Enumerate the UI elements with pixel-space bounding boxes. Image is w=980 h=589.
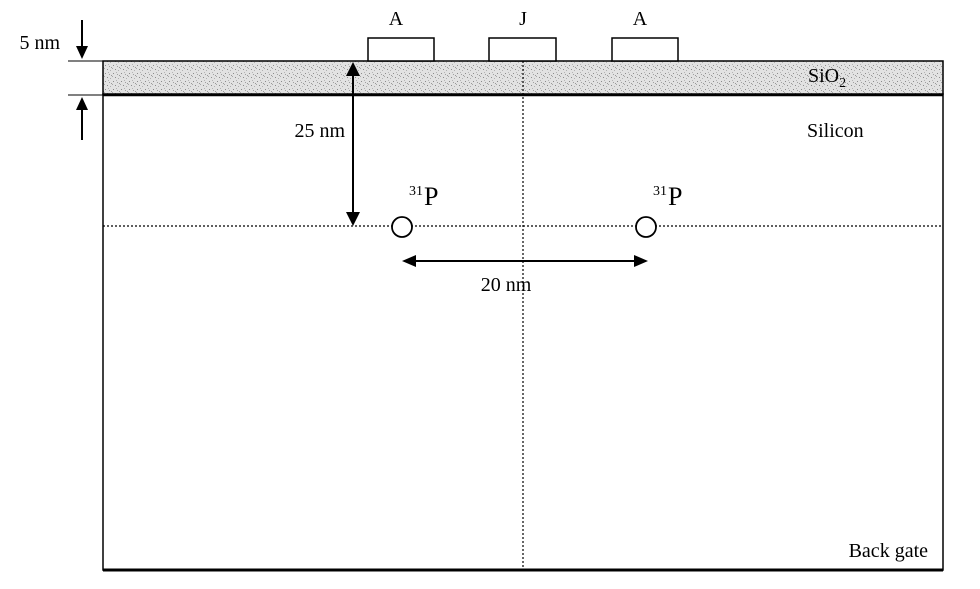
spacing-arrow — [402, 255, 648, 267]
back-gate-label: Back gate — [849, 540, 929, 562]
depth-arrow — [346, 62, 360, 226]
oxide-layer-label: SiO2 — [808, 65, 846, 91]
gate-j-label: J — [519, 8, 527, 30]
gate-a-right — [611, 37, 679, 62]
donor-right-circle — [635, 216, 657, 238]
oxide-thickness-arrow-top — [76, 20, 88, 59]
donor-left-isotope: 31 — [409, 184, 423, 199]
donor-depth-label: 25 nm — [294, 120, 345, 142]
donor-left-circle — [391, 216, 413, 238]
oxide-thickness-label: 5 nm — [19, 32, 60, 54]
gate-a-right-label: A — [633, 8, 648, 30]
oxide-thickness-arrow-bottom — [76, 97, 88, 140]
oxide-label-subscript: 2 — [839, 76, 846, 91]
gate-a-left-label: A — [389, 8, 404, 30]
donor-right-isotope: 31 — [653, 184, 667, 199]
donor-right-element: P — [668, 182, 682, 211]
gate-j — [488, 37, 557, 62]
silicon-label: Silicon — [807, 120, 864, 142]
donor-right-label: 31P — [653, 182, 682, 211]
donor-left-label: 31P — [409, 182, 438, 211]
oxide-label-main: SiO — [808, 65, 839, 87]
gate-a-left — [367, 37, 435, 62]
donor-left-element: P — [424, 182, 438, 211]
donor-spacing-label: 20 nm — [481, 274, 532, 296]
